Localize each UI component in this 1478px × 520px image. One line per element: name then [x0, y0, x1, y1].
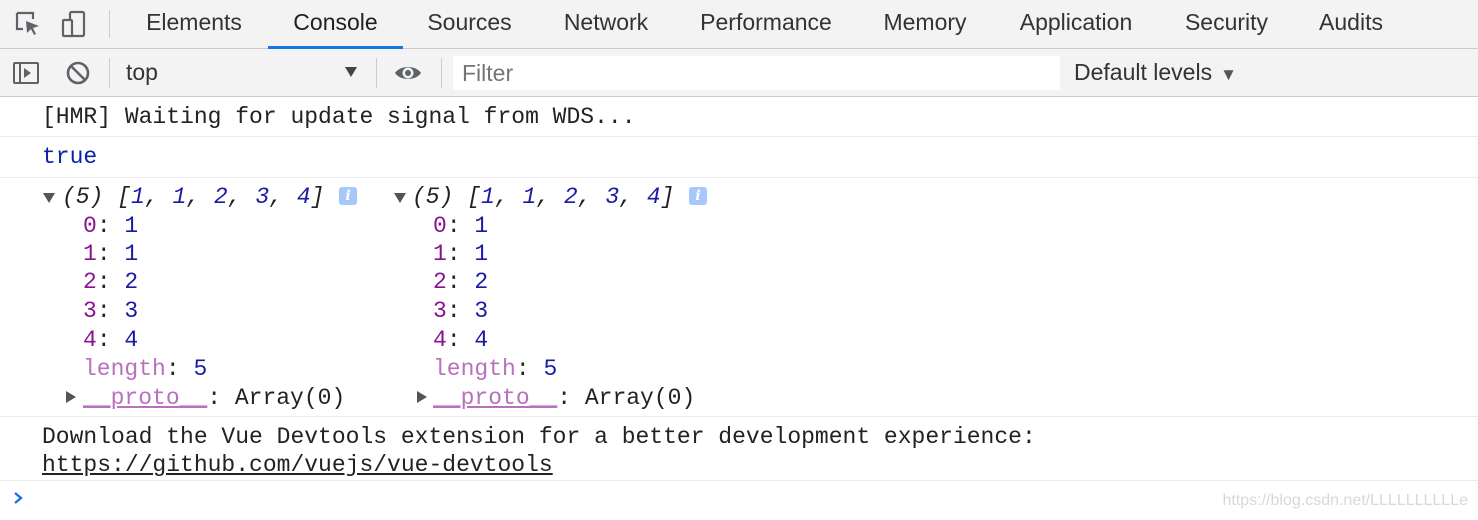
tab-network[interactable]: Network [563, 9, 649, 35]
tab-sources[interactable]: Sources [427, 9, 512, 35]
device-toggle-icon[interactable] [60, 9, 90, 39]
log-text: Download the Vue Devtools extension for … [42, 424, 1036, 450]
tab-elements[interactable]: Elements [146, 9, 242, 35]
expand-triangle-right-icon[interactable] [416, 391, 428, 403]
log-text: [HMR] Waiting for update signal from WDS… [42, 104, 636, 130]
info-icon[interactable]: i [689, 187, 707, 205]
array-entry: 2: 2 [433, 269, 489, 295]
array-entry: 1: 1 [433, 241, 489, 267]
tab-security[interactable]: Security [1184, 9, 1269, 35]
expand-triangle-down-icon[interactable] [394, 192, 406, 204]
toolbar-separator [376, 58, 377, 88]
log-levels-dropdown[interactable]: Default levels ▼ [1074, 49, 1237, 97]
tab-console[interactable]: Console [268, 0, 403, 49]
chevron-down-icon: ▼ [1220, 65, 1237, 84]
inspect-element-icon[interactable] [13, 9, 43, 39]
devtools-link[interactable]: https://github.com/vuejs/vue-devtools [42, 452, 553, 478]
log-boolean: true [42, 144, 98, 170]
array-length: length: 5 [433, 356, 558, 382]
array-entry: 4: 4 [433, 327, 489, 353]
array-preview[interactable]: (5) [1, 1, 2, 3, 4] [62, 184, 325, 210]
context-value: top [126, 59, 158, 85]
console-message-log: true [0, 137, 1478, 178]
tab-performance[interactable]: Performance [700, 9, 832, 35]
log-levels-label: Default levels [1074, 59, 1213, 85]
console-message-log: Download the Vue Devtools extension for … [0, 417, 1478, 481]
sidebar-toggle-icon[interactable] [12, 59, 40, 87]
expand-triangle-right-icon[interactable] [65, 391, 77, 403]
console-message-log: [HMR] Waiting for update signal from WDS… [0, 97, 1478, 137]
live-expression-eye-icon[interactable] [394, 59, 422, 87]
array-entry: 2: 2 [83, 269, 139, 295]
expand-triangle-down-icon[interactable] [43, 192, 55, 204]
filter-input[interactable] [453, 56, 1060, 90]
array-entry: 0: 1 [83, 213, 139, 239]
console-message-arrays: (5) [1, 1, 2, 3, 4] i 0: 1 1: 1 2: 2 3: … [0, 178, 1478, 417]
array-entry: 0: 1 [433, 213, 489, 239]
tab-memory[interactable]: Memory [883, 9, 967, 35]
context-dropdown-arrow-icon[interactable] [344, 66, 358, 78]
clear-console-icon[interactable] [64, 59, 92, 87]
array-entry: 3: 3 [433, 298, 489, 324]
console-toolbar: top Default levels ▼ [0, 49, 1478, 97]
array-proto[interactable]: __proto__: Array(0) [83, 385, 346, 411]
array-preview[interactable]: (5) [1, 1, 2, 3, 4] [412, 184, 675, 210]
console-prompt-chevron-icon [14, 492, 23, 504]
array-proto[interactable]: __proto__: Array(0) [433, 385, 696, 411]
watermark: https://blog.csdn.net/LLLLLLLLLLe [1222, 492, 1468, 509]
devtools-tab-bar: Elements Console Sources Network Perform… [0, 0, 1478, 49]
info-icon[interactable]: i [339, 187, 357, 205]
toolbar-separator [109, 58, 110, 88]
array-length: length: 5 [83, 356, 208, 382]
array-entry: 1: 1 [83, 241, 139, 267]
array-entry: 4: 4 [83, 327, 139, 353]
tab-application[interactable]: Application [1019, 9, 1133, 35]
tab-audits[interactable]: Audits [1319, 9, 1383, 35]
array-entry: 3: 3 [83, 298, 139, 324]
toolbar-separator [441, 58, 442, 88]
tab-bar-separator [109, 10, 110, 38]
context-selector[interactable]: top [126, 49, 366, 97]
